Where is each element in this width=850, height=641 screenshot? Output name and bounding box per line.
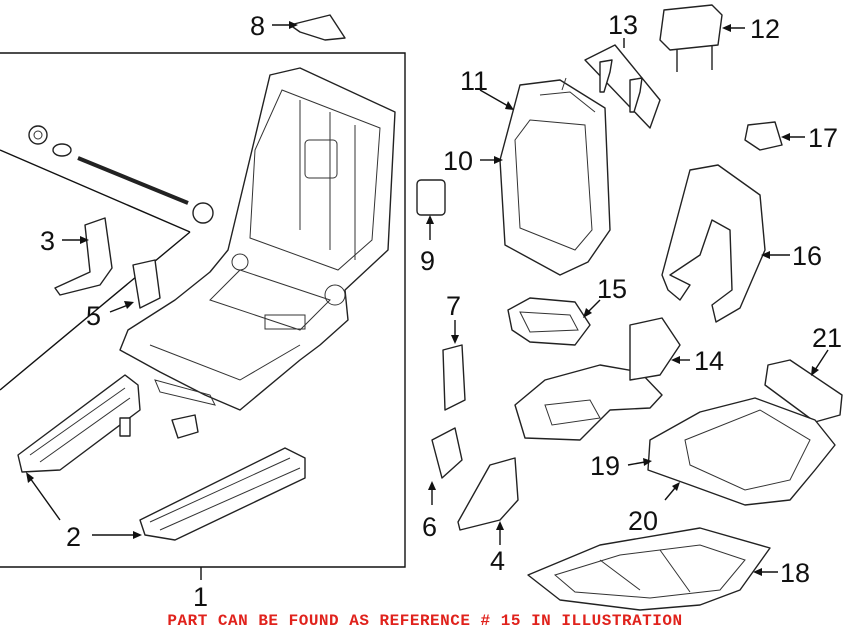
callout-3: 3: [40, 226, 55, 256]
callout-13: 13: [608, 10, 638, 40]
callout-6: 6: [422, 512, 437, 542]
callout-20: 20: [628, 506, 658, 536]
callout-10: 10: [443, 146, 473, 176]
seat-track-illustration: [17, 374, 306, 541]
callout-labels: 1 2 3 4 5 6 7 8 9 10 11 12 13 14 15 16 1…: [40, 10, 842, 612]
frame-hardware-illustration: [28, 125, 214, 224]
callout-4: 4: [490, 546, 505, 576]
callout-8: 8: [250, 11, 265, 41]
callout-14: 14: [694, 346, 724, 376]
seat-cushion-illustration: [647, 397, 836, 506]
part-4-illustration: [457, 457, 519, 531]
part-6-illustration: [431, 427, 463, 479]
part-21-illustration: [764, 359, 843, 423]
leader-lines: [26, 21, 829, 576]
seat-frame-group-box: [0, 52, 406, 580]
headrest-illustration: [659, 4, 723, 72]
bracket-3-illustration: [54, 217, 113, 296]
bracket-5-illustration: [132, 259, 161, 309]
part-17-illustration: [744, 121, 783, 151]
seat-back-cushion-illustration: [499, 77, 611, 276]
callout-11: 11: [460, 66, 488, 96]
part-9-illustration: [416, 179, 446, 216]
guide-sleeves-illustration: [584, 44, 661, 129]
callout-2: 2: [66, 522, 81, 552]
part-reference-caption: PART CAN BE FOUND AS REFERENCE # 15 IN I…: [167, 612, 683, 630]
part-15-illustration: [507, 297, 591, 346]
callout-18: 18: [780, 558, 810, 588]
part-14-illustration: [514, 317, 681, 441]
callout-21: 21: [812, 323, 842, 353]
callout-17: 17: [808, 123, 838, 153]
callout-19: 19: [590, 451, 620, 481]
callout-15: 15: [597, 274, 627, 304]
callout-12: 12: [750, 14, 780, 44]
callout-16: 16: [792, 241, 822, 271]
seat-back-panel-illustration: [661, 164, 766, 323]
callout-1: 1: [193, 582, 208, 612]
part-8-illustration: [289, 14, 346, 41]
callout-9: 9: [420, 246, 435, 276]
callout-7: 7: [446, 291, 461, 321]
part-7-illustration: [442, 344, 466, 411]
seat-frame-illustration: [119, 67, 396, 411]
callout-5: 5: [86, 301, 101, 331]
cushion-frame-illustration: [527, 527, 771, 611]
